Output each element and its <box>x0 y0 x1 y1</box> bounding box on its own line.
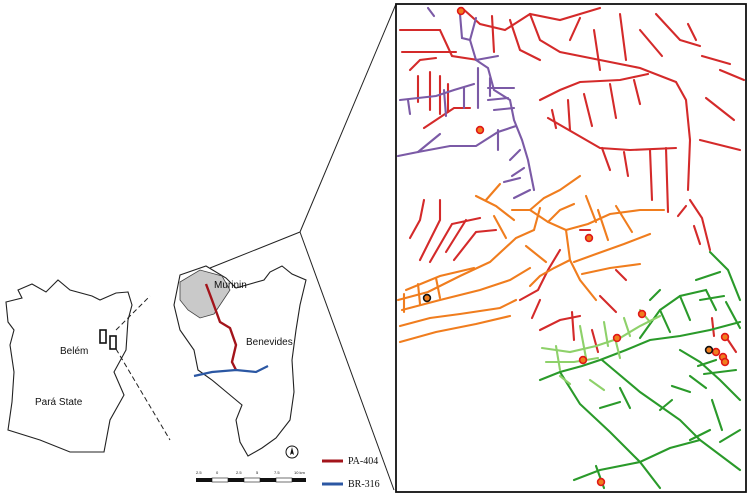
circle-marker-icon <box>720 332 730 342</box>
streets-light-green <box>540 308 662 392</box>
scale-tick-4: 7.5 <box>274 470 280 475</box>
benevides-label: Benevides <box>246 337 293 348</box>
circle-marker-icon <box>711 347 721 357</box>
scale-tick-3: 5 <box>256 470 259 475</box>
scale-tick-2: 2.5 <box>236 470 242 475</box>
scale-tick-5: 10 km <box>294 470 306 475</box>
circle-marker-icon <box>704 345 714 355</box>
scale-bar: 2.5 0 2.5 5 7.5 10 km <box>196 470 306 483</box>
legend: PA-404 BR-316 <box>322 456 380 490</box>
connector-lines-left <box>115 295 171 441</box>
circle-marker-icon <box>578 355 588 365</box>
streets-dark-green <box>538 250 742 490</box>
murinin-label: Murinin <box>214 280 247 291</box>
circle-marker-icon <box>612 333 622 343</box>
para-state-outline <box>5 279 133 453</box>
belem-label: Belém <box>60 346 88 357</box>
connector-lines-right <box>209 3 397 491</box>
circle-marker-icon <box>456 6 466 16</box>
detail-frame <box>395 3 747 493</box>
north-arrow-icon <box>285 445 299 459</box>
circle-marker-icon <box>584 233 594 243</box>
belem-box-1 <box>99 329 107 344</box>
street-detail-map <box>395 3 747 493</box>
scale-tick-0: 2.5 <box>196 470 202 475</box>
circle-marker-icon <box>720 357 730 367</box>
circle-marker-icon <box>596 477 606 487</box>
murinin-area <box>179 269 231 319</box>
circle-marker-icon <box>422 293 432 303</box>
para-state-label: Pará State <box>35 397 83 408</box>
legend-label-br-316: BR-316 <box>348 479 380 490</box>
streets-purple <box>396 6 536 200</box>
para-state-map: Belém Pará State <box>5 279 133 453</box>
benevides-map: Murinin Benevides 2.5 0 2.5 5 7.5 10 km <box>173 265 307 483</box>
br-316-route <box>193 365 269 378</box>
site-markers-black <box>422 293 714 355</box>
legend-label-pa-404: PA-404 <box>348 456 378 467</box>
circle-marker-icon <box>637 309 647 319</box>
streets-orange <box>396 174 666 344</box>
site-markers <box>456 6 730 487</box>
streets-red <box>398 6 746 354</box>
pa-404-route <box>204 283 238 371</box>
scale-tick-1: 0 <box>216 470 219 475</box>
belem-box-2 <box>109 335 117 350</box>
circle-marker-icon <box>475 125 485 135</box>
